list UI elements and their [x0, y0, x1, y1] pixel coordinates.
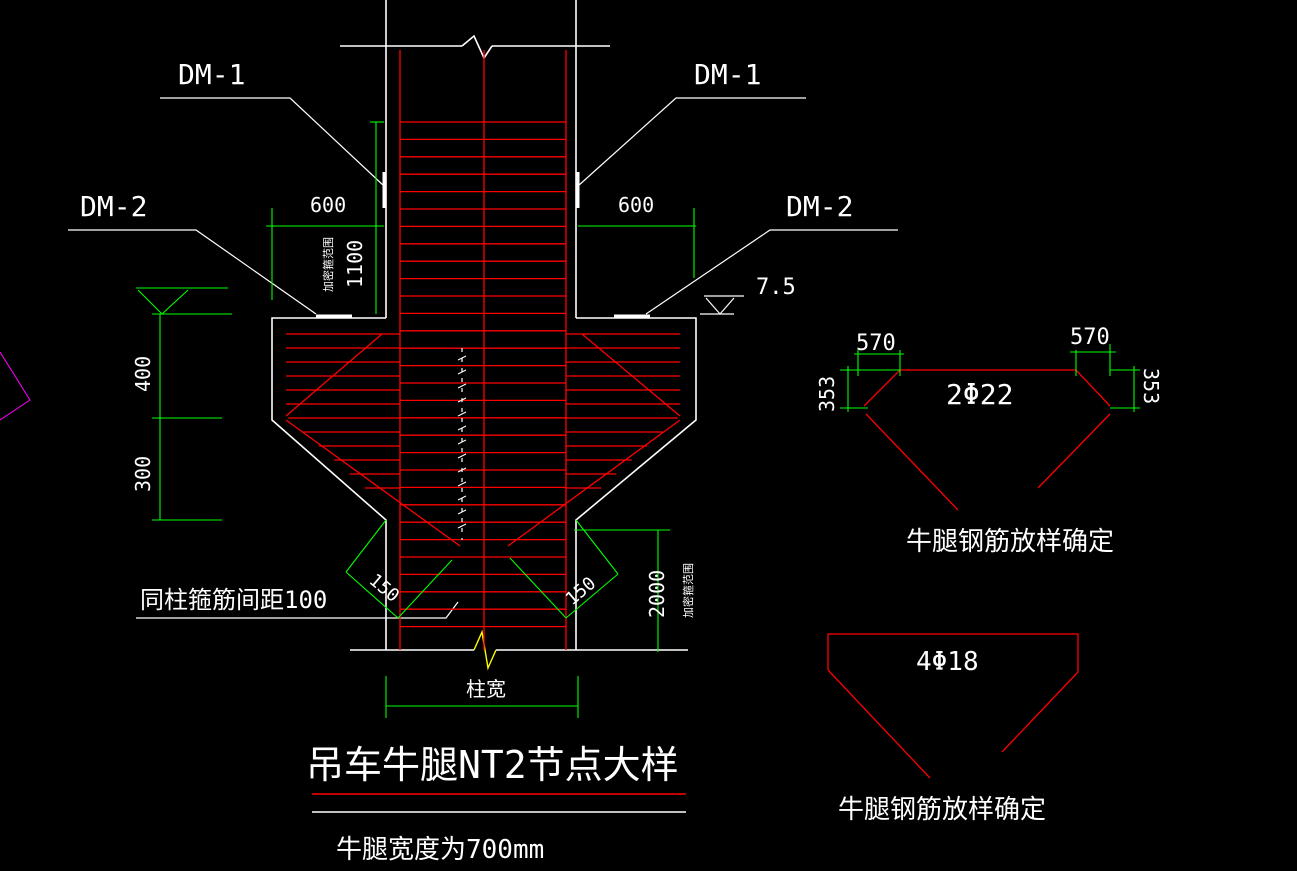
rebar: [285, 50, 1111, 779]
dim-570-right: 570: [1070, 325, 1110, 350]
center-tick: [457, 397, 467, 403]
center-tick: [457, 467, 467, 473]
layout-note-1: 牛腿钢筋放样确定: [906, 527, 1114, 557]
dm1-left-label: DM-1: [178, 58, 245, 91]
dim-150-left: 150: [365, 570, 403, 607]
center-tick: [457, 495, 467, 501]
center-tick: [457, 523, 467, 529]
lower-bar-label: 4Φ18: [916, 647, 979, 677]
center-tick: [457, 425, 467, 431]
drawing-title: 吊车牛腿NT2节点大样: [306, 743, 679, 787]
center-tick: [457, 509, 467, 515]
stray-fragment: [0, 351, 31, 421]
dim-353-left: 353: [815, 376, 839, 412]
column-width-label: 柱宽: [466, 677, 506, 701]
dim-1100-note: 加密箍范围: [321, 237, 335, 292]
center-tick: [457, 439, 467, 445]
upper-bar-label: 2Φ22: [946, 378, 1013, 411]
break-mark: [473, 629, 497, 671]
dim-300: 300: [131, 456, 155, 492]
dim-2000-note: 加密箍范围: [681, 563, 695, 618]
elevation-label: 7.5: [756, 275, 796, 300]
dim-600-right: 600: [618, 193, 654, 217]
stirrup-note: 同柱箍筋间距100: [140, 586, 327, 614]
dim-400: 400: [131, 356, 155, 392]
dim-570-left: 570: [856, 331, 896, 356]
center-tick: [457, 481, 467, 487]
center-tick: [457, 369, 467, 375]
center-tick: [457, 355, 467, 361]
dm1-right-label: DM-1: [694, 58, 761, 91]
layout-note-2: 牛腿钢筋放样确定: [838, 795, 1046, 825]
width-note: 牛腿宽度为700mm: [336, 835, 544, 865]
dm2-right-label: DM-2: [786, 190, 853, 223]
dim-2000: 2000: [645, 570, 669, 618]
dim-353-right: 353: [1139, 368, 1163, 404]
labels: DM-1 DM-1 DM-2 DM-2 600 600 1100 加密箍范围 7…: [80, 58, 1163, 865]
dm2-left-label: DM-2: [80, 190, 147, 223]
dim-600-left: 600: [310, 193, 346, 217]
center-tick: [457, 383, 467, 389]
center-tick: [457, 453, 467, 459]
center-tick: [457, 411, 467, 417]
dim-150-right: 150: [562, 573, 600, 610]
dimensions: [136, 121, 1140, 718]
corbel-outline: [68, 0, 898, 813]
dim-1100: 1100: [343, 240, 367, 288]
